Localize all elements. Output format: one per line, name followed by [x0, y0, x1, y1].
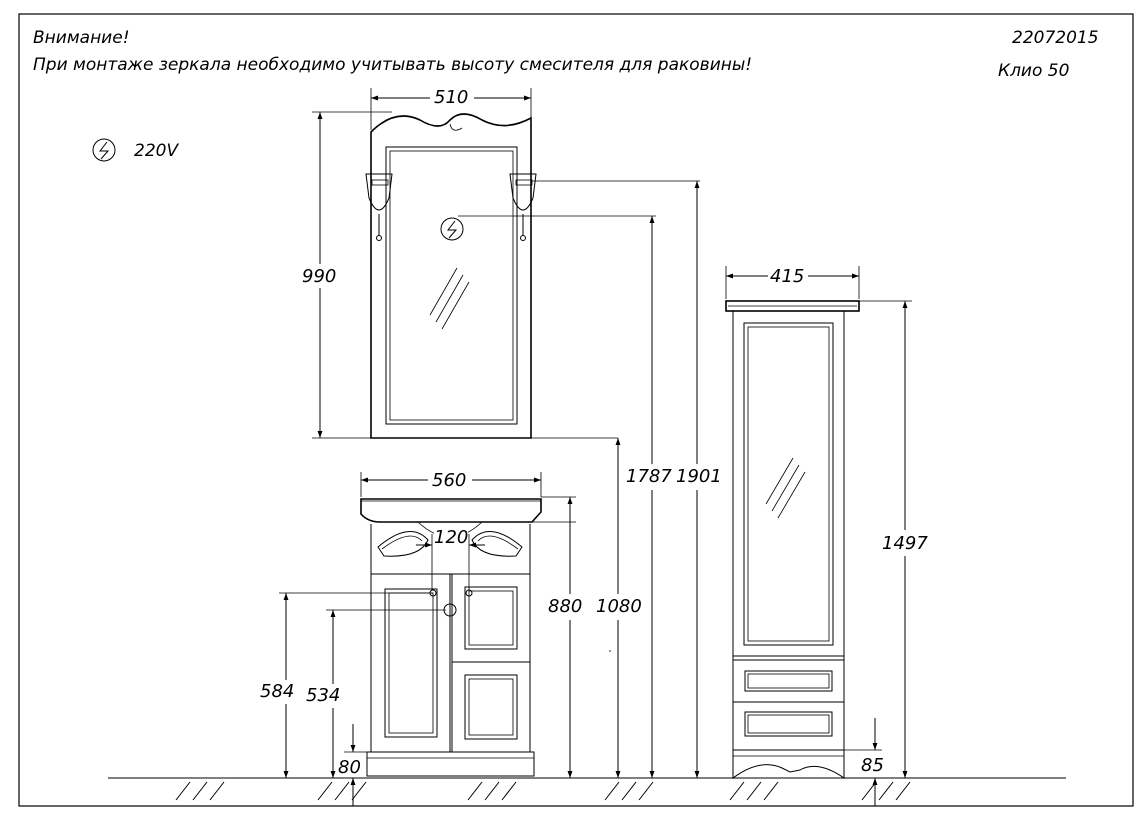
- pencil-width-dim: 415: [770, 266, 804, 287]
- cabinet-height-dim: 880: [548, 596, 582, 617]
- model-name: Клио 50: [998, 61, 1069, 81]
- sink-top-height-dim: 1080: [596, 596, 642, 617]
- cabinet-plinth-dim: 80: [338, 757, 361, 778]
- lamp-height-dim: 1901: [676, 466, 722, 487]
- vanity-unit: [360, 498, 542, 777]
- faucet-spacing-dim: 120: [434, 527, 468, 548]
- power-label: 220V: [134, 141, 179, 161]
- mirror-socket-icon: [440, 217, 464, 241]
- sink-width-dim: 560: [432, 470, 466, 491]
- mirror: [370, 113, 532, 439]
- attention-heading: Внимание!: [33, 28, 130, 48]
- sheet-border: [18, 13, 1134, 807]
- electric-socket-icon: [92, 138, 116, 162]
- mounting-warning: При монтаже зеркала необходимо учитывать…: [33, 55, 752, 75]
- document-number: 22072015: [1012, 28, 1099, 48]
- floor-hatching: [175, 781, 911, 801]
- pencil-height-dim: 1497: [882, 533, 928, 554]
- drain-height-2-dim: 534: [306, 685, 340, 706]
- socket-height-dim: 1787: [626, 466, 672, 487]
- mirror-height-dim: 990: [302, 266, 336, 287]
- mirror-glare: [429, 267, 470, 330]
- pencil-mirror-glare: [765, 457, 806, 519]
- right-lamp: [509, 173, 537, 241]
- mirror-width-dim: 510: [434, 87, 468, 108]
- pencil-plinth-dim: 85: [861, 755, 884, 776]
- left-lamp: [365, 173, 393, 241]
- pencil-cabinet: [725, 300, 860, 779]
- drain-height-1-dim: 584: [260, 681, 294, 702]
